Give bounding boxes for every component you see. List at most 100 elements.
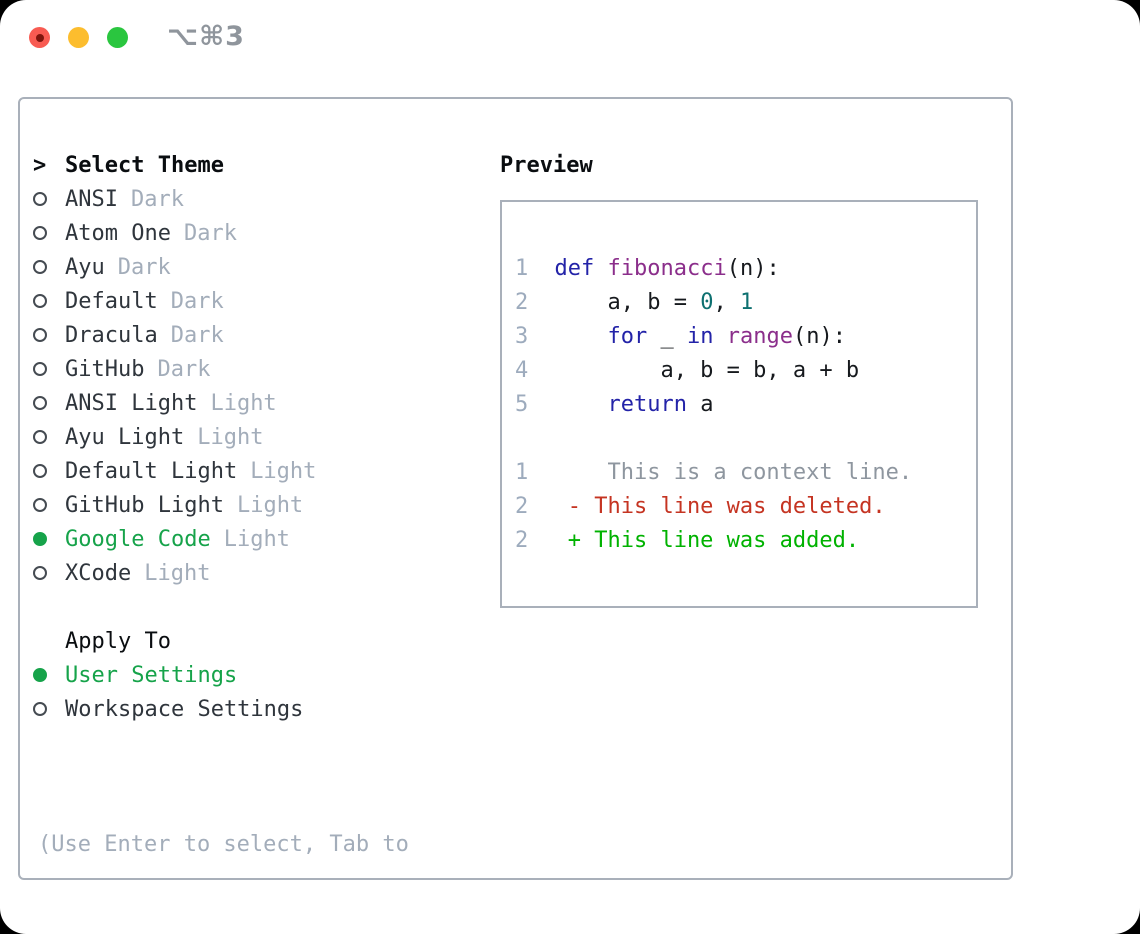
apply-to-name: Workspace Settings (65, 696, 304, 722)
token-pl: _ (647, 323, 687, 349)
code-line: 5 return a (515, 387, 976, 421)
line-number: 2 (515, 527, 529, 553)
radio-slot (33, 464, 65, 478)
token-lit: 1 (739, 289, 754, 315)
theme-name: Ayu Light (65, 424, 185, 450)
token-fn: range (726, 323, 793, 349)
apply-to-label: Apply To (65, 628, 171, 654)
line-number: 4 (515, 357, 529, 383)
token-pl (594, 256, 607, 281)
line-number: 1 (515, 255, 529, 281)
radio-unselected-icon (33, 396, 47, 410)
radio-slot (33, 668, 65, 682)
theme-variant: Light (250, 458, 317, 484)
token-kw: return (607, 391, 687, 417)
hint-line-2: change focus) (38, 930, 478, 934)
theme-name: GitHub (65, 356, 145, 382)
token-pl: a (686, 391, 714, 417)
theme-option[interactable]: Ayu Light Light (33, 420, 478, 454)
diff-text: This is a context line. (528, 459, 913, 485)
token-kw: for (607, 323, 648, 349)
radio-slot (33, 498, 65, 512)
theme-name: ANSI Light (65, 390, 198, 416)
token-pl (528, 324, 607, 349)
theme-name: Atom One (65, 220, 171, 246)
diff-line-added: 2 + This line was added. (515, 523, 976, 557)
theme-variant: Light (210, 390, 277, 416)
radio-selected-icon (33, 668, 47, 682)
token-pl (713, 324, 726, 349)
apply-to-header: Apply To (33, 624, 478, 658)
hint-line-1: (Use Enter to select, Tab to (38, 832, 409, 857)
preview-section: Preview 1 def fibonacci(n):2 a, b = 0, 1… (500, 148, 978, 608)
token-pl: a, b = (528, 289, 701, 315)
spacer (515, 421, 976, 455)
code-text: def fibonacci(n): (528, 256, 780, 281)
hint-text: (Use Enter to select, Tab to change focu… (33, 760, 478, 934)
preview-header: Preview (500, 148, 978, 182)
radio-unselected-icon (33, 566, 47, 580)
token-pl: (n): (792, 323, 846, 349)
theme-variant: Light (236, 492, 304, 518)
radio-slot (33, 294, 65, 308)
theme-option[interactable]: ANSI Light Light (33, 386, 478, 420)
line-number: 5 (515, 391, 529, 417)
diff-line-list: 1 This is a context line.2 - This line w… (515, 455, 976, 557)
code-line: 1 def fibonacci(n): (515, 251, 976, 285)
theme-name: XCode (65, 560, 132, 586)
diff-line-context: 1 This is a context line. (515, 455, 976, 489)
diff-text: + This line was added. (528, 527, 860, 553)
titlebar (29, 27, 128, 48)
theme-variant: Light (144, 560, 211, 586)
radio-unselected-icon (33, 702, 47, 716)
apply-to-option[interactable]: Workspace Settings (33, 692, 478, 726)
close-dot-icon (35, 33, 44, 42)
token-pl (528, 256, 555, 281)
radio-selected-icon (33, 532, 47, 546)
radio-unselected-icon (33, 498, 47, 512)
theme-name: Default Light (65, 458, 238, 484)
radio-slot (33, 328, 65, 342)
zoom-button[interactable] (107, 27, 128, 48)
apply-to-option[interactable]: User Settings (33, 658, 478, 692)
code-line: 3 for _ in range(n): (515, 319, 976, 353)
theme-option[interactable]: Default Light Light (33, 454, 478, 488)
code-text: a, b = b, a + b (528, 358, 859, 383)
code-line: 2 a, b = 0, 1 (515, 285, 976, 319)
radio-unselected-icon (33, 464, 47, 478)
token-kw: in (686, 323, 714, 349)
code-text: for _ in range(n): (528, 323, 846, 349)
theme-variant: Dark (157, 356, 211, 382)
theme-variant: Light (223, 526, 290, 552)
theme-option[interactable]: GitHub Dark (33, 352, 478, 386)
theme-variant: Light (197, 424, 264, 450)
line-number: 1 (515, 459, 529, 485)
close-button[interactable] (29, 27, 50, 48)
prompt-arrow-icon: > (33, 152, 47, 178)
code-text: a, b = 0, 1 (528, 290, 753, 315)
prompt-slot: > (33, 153, 65, 178)
token-kw: def (554, 255, 595, 281)
radio-unselected-icon (33, 294, 47, 308)
theme-option[interactable]: XCode Light (33, 556, 478, 590)
radio-unselected-icon (33, 192, 47, 206)
preview-label: Preview (500, 152, 593, 178)
radio-unselected-icon (33, 430, 47, 444)
minimize-button[interactable] (68, 27, 89, 48)
radio-slot (33, 362, 65, 376)
radio-slot (33, 702, 65, 716)
